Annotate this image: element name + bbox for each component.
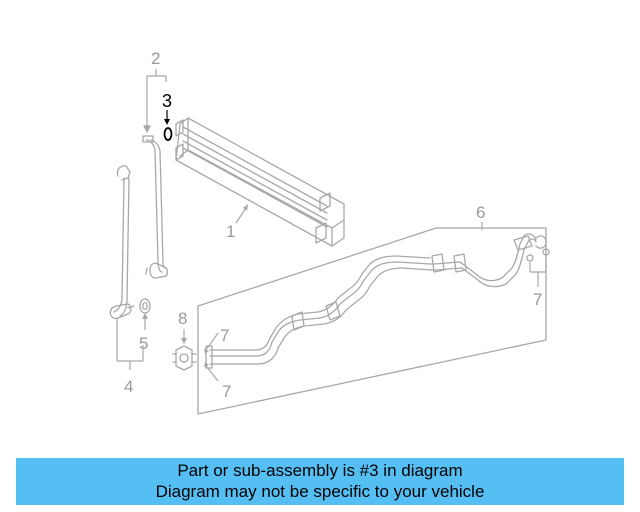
banner-line-1: Part or sub-assembly is #3 in diagram xyxy=(177,461,463,480)
info-banner: Part or sub-assembly is #3 in diagram Di… xyxy=(16,458,624,505)
leader-3 xyxy=(164,110,170,125)
banner-line-2: Diagram may not be specific to your vehi… xyxy=(155,482,485,501)
leader-8 xyxy=(181,329,187,344)
part-1-oil-cooler xyxy=(175,117,345,247)
callout-7-lower: 7 xyxy=(222,382,231,401)
part-2-cooler-hose xyxy=(142,135,169,279)
part-3-o-ring[interactable] xyxy=(163,127,173,141)
leader-4 xyxy=(116,318,144,370)
part-6-cooler-pipe-assembly xyxy=(197,227,550,415)
leader-2 xyxy=(143,69,167,134)
callout-7-upper: 7 xyxy=(220,326,229,345)
callout-4: 4 xyxy=(124,377,133,396)
part-5-washer xyxy=(139,298,151,314)
callout-7-right: 7 xyxy=(533,290,542,309)
parts-diagram: 2 3 1 6 7 8 7 7 5 4 xyxy=(109,49,550,415)
leader-5 xyxy=(142,313,148,330)
callout-6: 6 xyxy=(476,203,485,222)
leader-1 xyxy=(235,204,248,224)
callout-1: 1 xyxy=(226,222,235,241)
callout-3[interactable]: 3 xyxy=(162,91,172,111)
leader-7-right xyxy=(529,262,547,287)
callout-2: 2 xyxy=(151,49,160,68)
part-4-inlet-hose xyxy=(109,165,135,320)
callout-5: 5 xyxy=(139,334,148,353)
part-8-union-fitting xyxy=(172,345,197,371)
callout-8: 8 xyxy=(178,309,187,328)
